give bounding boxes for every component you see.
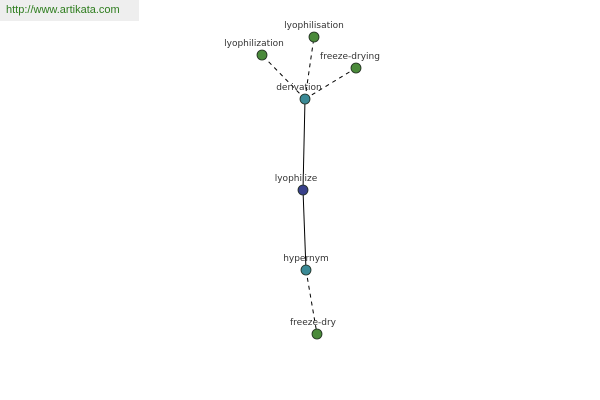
node-label-lyophilization: lyophilization [224, 39, 284, 49]
edge-lyophilize-hypernym [302, 189, 307, 271]
node-lyophilization[interactable]: lyophilization [224, 39, 284, 61]
graph-edges [261, 36, 357, 335]
node-hypernym[interactable]: hypernym [283, 254, 329, 276]
node-lyophilisation[interactable]: lyophilisation [284, 21, 344, 43]
node-freeze-dry[interactable]: freeze-dry [290, 318, 337, 340]
node-marker-derivation[interactable] [299, 93, 311, 105]
node-lyophilize[interactable]: lyophilize [275, 174, 318, 196]
node-freeze-drying[interactable]: freeze-drying [320, 52, 380, 74]
edge-derivation-freeze-drying [304, 67, 357, 100]
node-marker-hypernym[interactable] [300, 264, 312, 276]
node-label-lyophilisation: lyophilisation [284, 21, 344, 31]
node-marker-lyophilisation[interactable] [308, 31, 320, 43]
node-marker-lyophilize[interactable] [297, 184, 309, 196]
node-marker-freeze-drying[interactable] [350, 62, 362, 74]
node-label-lyophilize: lyophilize [275, 174, 318, 184]
node-marker-lyophilization[interactable] [256, 49, 268, 61]
node-label-derivation: derivation [276, 83, 322, 93]
node-marker-freeze-dry[interactable] [311, 328, 323, 340]
edge-lyophilize-derivation [302, 98, 306, 191]
edge-derivation-lyophilisation [304, 36, 315, 100]
node-label-freeze-drying: freeze-drying [320, 52, 380, 62]
edge-hypernym-freeze-dry [305, 269, 318, 335]
node-label-hypernym: hypernym [283, 254, 329, 264]
watermark-url: http://www.artikata.com [0, 0, 139, 21]
node-label-freeze-dry: freeze-dry [290, 318, 337, 328]
edge-derivation-lyophilization [261, 54, 306, 100]
node-derivation[interactable]: derivation [276, 83, 322, 105]
